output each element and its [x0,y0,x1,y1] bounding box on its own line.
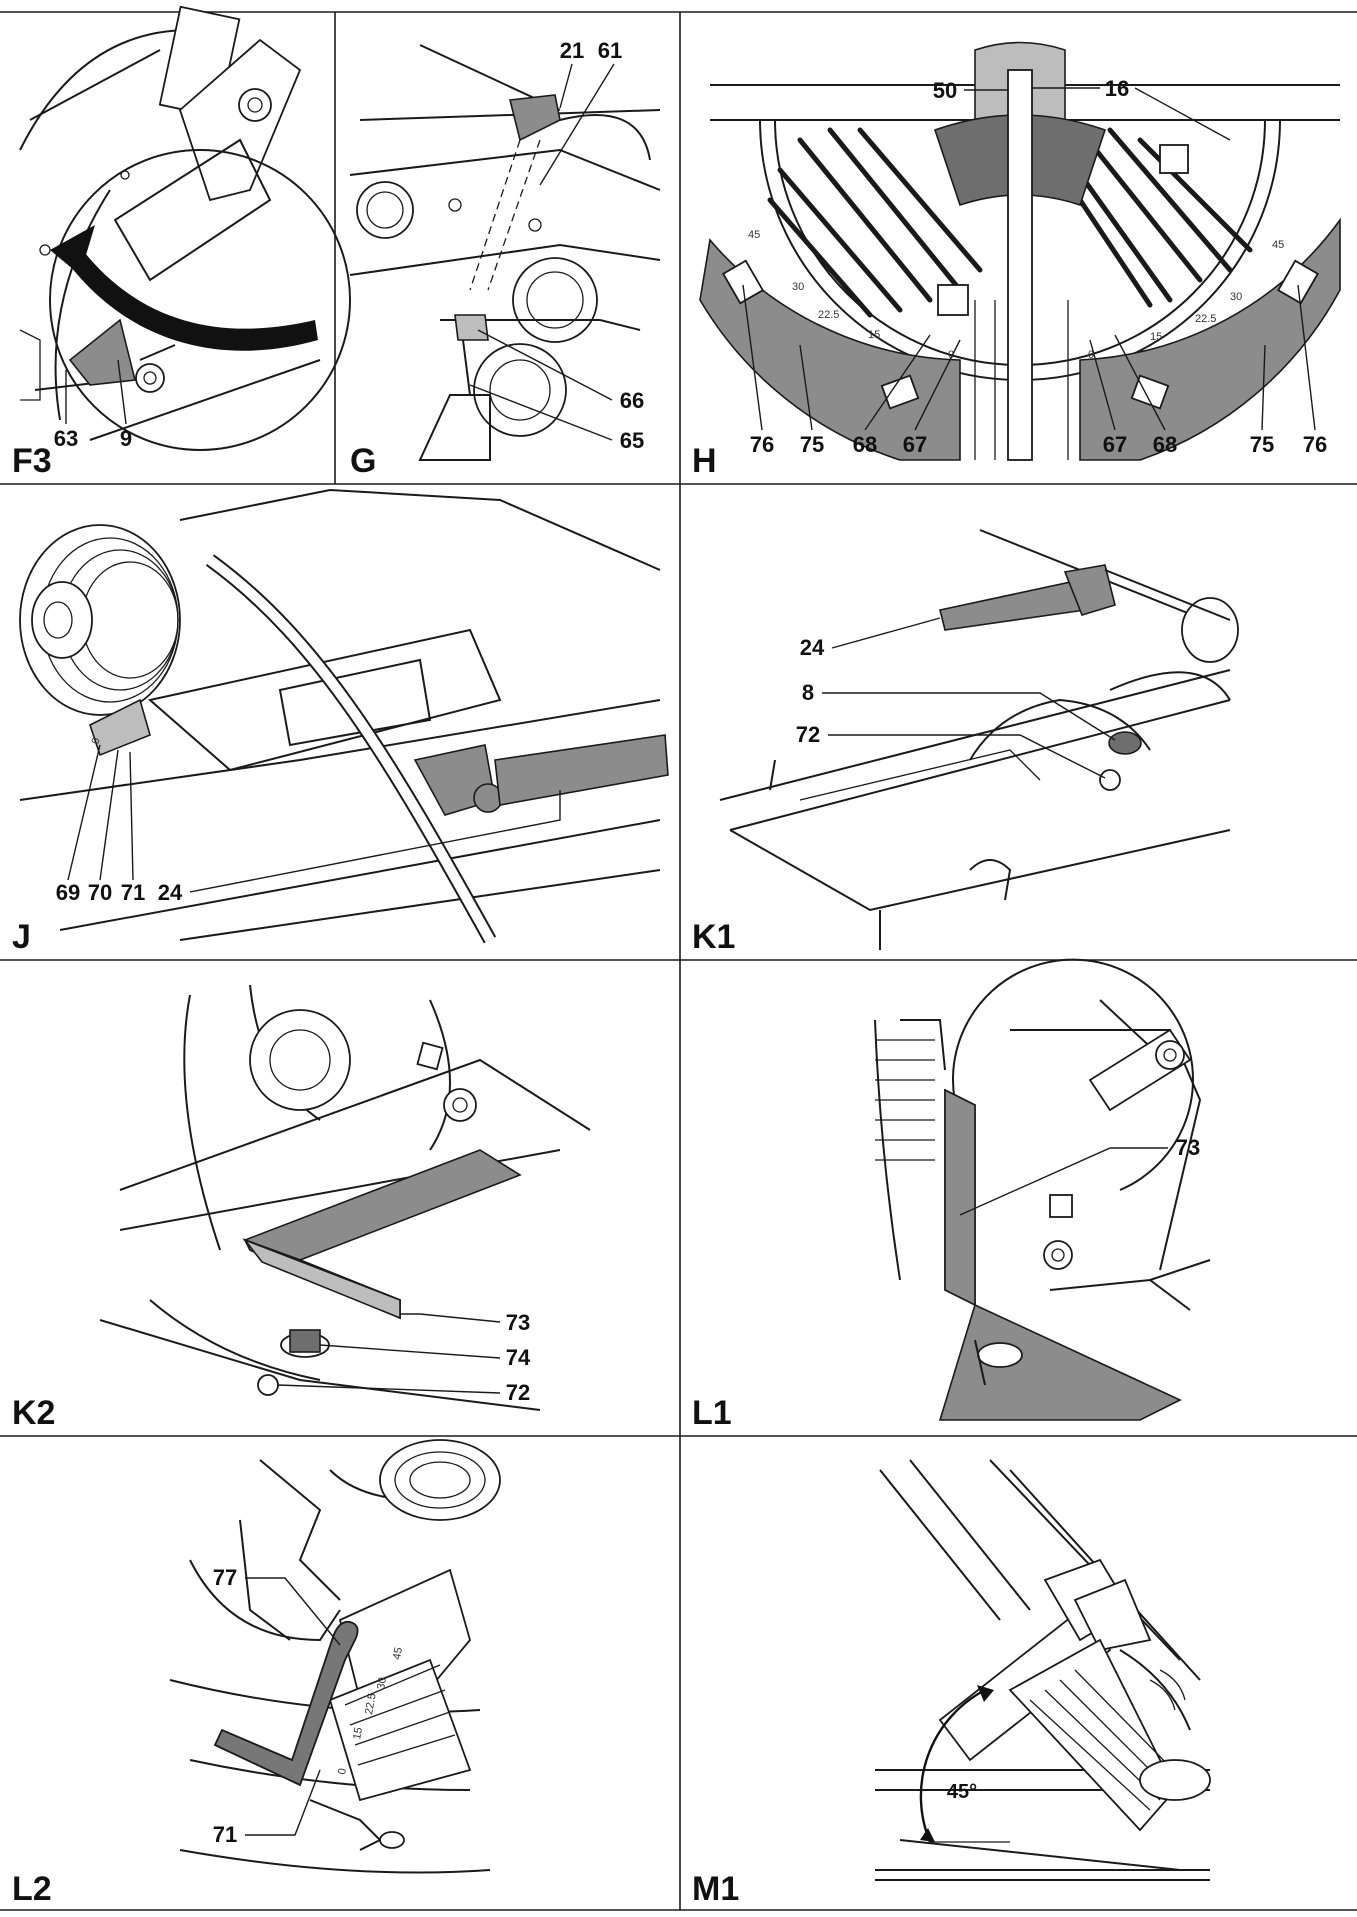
h-scale-right-22: 22.5 [1195,313,1216,325]
callout-73-l1: 73 [1176,1135,1200,1160]
panel-l1: 73 L1 [692,958,1211,1432]
l2-scale-0: 0 [336,1767,349,1775]
l2-scale-22: 22.5 [363,1692,379,1715]
h-slots [767,127,1253,318]
panel-g: 21 61 66 65 G [349,38,661,480]
callout-71-l2: 71 [213,1822,237,1847]
callout-61: 61 [598,38,622,63]
j-motor [19,524,181,716]
callout-24: 24 [158,880,183,905]
angle-45-degrees: 45° [947,1781,977,1803]
l2-scale-30: 30 [375,1676,389,1690]
h-scale-left-22: 22.5 [818,309,839,321]
h-scale-left-30: 30 [792,281,804,293]
panel-label-m1: M1 [692,1870,739,1908]
panel-label-k1: K1 [692,918,735,956]
h-scale-right-30: 30 [1230,291,1242,303]
callout-76-left: 76 [750,432,774,457]
callout-67-left: 67 [903,432,927,457]
l2-scale-45: 45 [391,1646,405,1660]
callout-77: 77 [213,1565,237,1590]
panel-m1: 45° M1 [692,1459,1211,1908]
callout-63: 63 [54,426,78,451]
callout-71: 71 [121,880,145,905]
h-scale-left-45: 45 [748,229,760,241]
callout-75-right: 75 [1250,432,1274,457]
callout-68-left: 68 [853,432,877,457]
panel-k1: 24 8 72 K1 [692,529,1239,956]
h-scale-left-15: 15 [868,329,880,341]
l2-scale-15: 15 [351,1726,365,1740]
panel-label-g: G [350,442,376,480]
callout-24-k1: 24 [800,635,825,660]
panel-h: 45 30 22.5 15 0 0 15 22.5 30 45 50 16 76… [692,41,1341,480]
callout-9: 9 [120,426,132,451]
callout-72-k2: 72 [506,1380,530,1405]
callout-75-left: 75 [800,432,824,457]
callout-67-right: 67 [1103,432,1127,457]
callout-69: 69 [56,880,80,905]
callout-16: 16 [1105,76,1129,101]
callout-50: 50 [933,78,957,103]
h-scale-right-15: 15 [1150,331,1162,343]
callout-65: 65 [620,428,644,453]
callout-74: 74 [506,1345,531,1370]
callout-8: 8 [802,680,814,705]
panel-label-f3: F3 [12,442,52,480]
h-scale-left-0: 0 [948,349,954,361]
h-scale-right-45: 45 [1272,239,1284,251]
panel-grid [0,11,1357,1911]
callout-73-k2: 73 [506,1310,530,1335]
panel-label-l2: L2 [12,1870,52,1908]
panel-label-h: H [692,442,717,480]
panel-l2: 0 15 22.5 30 45 77 71 L2 [12,1439,501,1908]
panel-k2: 73 74 72 K2 [12,984,591,1432]
callout-76-right: 76 [1303,432,1327,457]
panel-j: 0 69 70 71 24 J [12,488,669,956]
j-scale-zero: 0 [90,736,103,746]
callout-68-right: 68 [1153,432,1177,457]
h-scale-right-0: 0 [1088,349,1094,361]
panel-label-l1: L1 [692,1394,732,1432]
callout-66: 66 [620,388,644,413]
callout-21: 21 [560,38,584,63]
panel-f3: 63 9 F3 [12,5,350,480]
panel-label-k2: K2 [12,1394,55,1432]
callout-70: 70 [88,880,112,905]
panel-label-j: J [12,918,31,956]
callout-72-k1: 72 [796,722,820,747]
